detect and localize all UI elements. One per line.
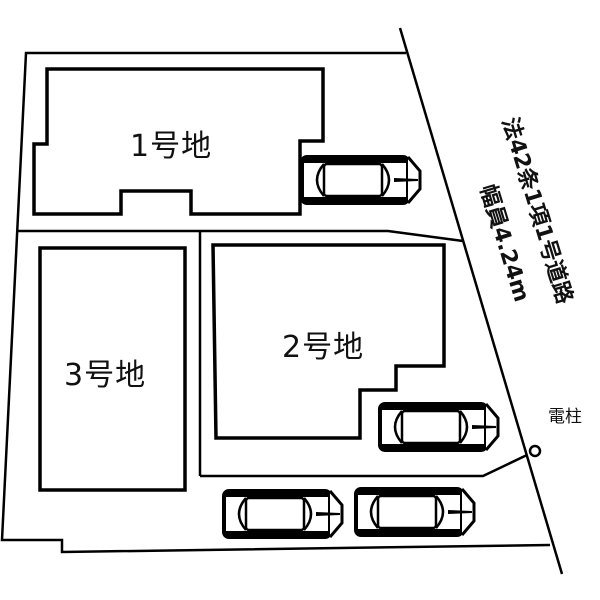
utility-pole-icon	[528, 444, 542, 458]
lot-1-label: 1号地	[130, 129, 213, 164]
lot-2-building	[211, 243, 446, 440]
car-icon	[300, 155, 422, 205]
lot-3-label: 3号地	[64, 358, 147, 393]
car-icon	[354, 487, 476, 537]
road-edge-line	[398, 27, 564, 575]
site-boundary	[0, 51, 551, 554]
car-icon	[222, 489, 344, 539]
lot-3-building	[38, 246, 187, 492]
car-icon	[378, 402, 500, 452]
lot-division-line-lower	[200, 453, 528, 478]
lot-2-label: 2号地	[282, 330, 365, 365]
lot-division-line-upper	[16, 229, 464, 243]
lot-1-building	[32, 67, 325, 216]
utility-pole-label: 電柱	[548, 407, 582, 427]
